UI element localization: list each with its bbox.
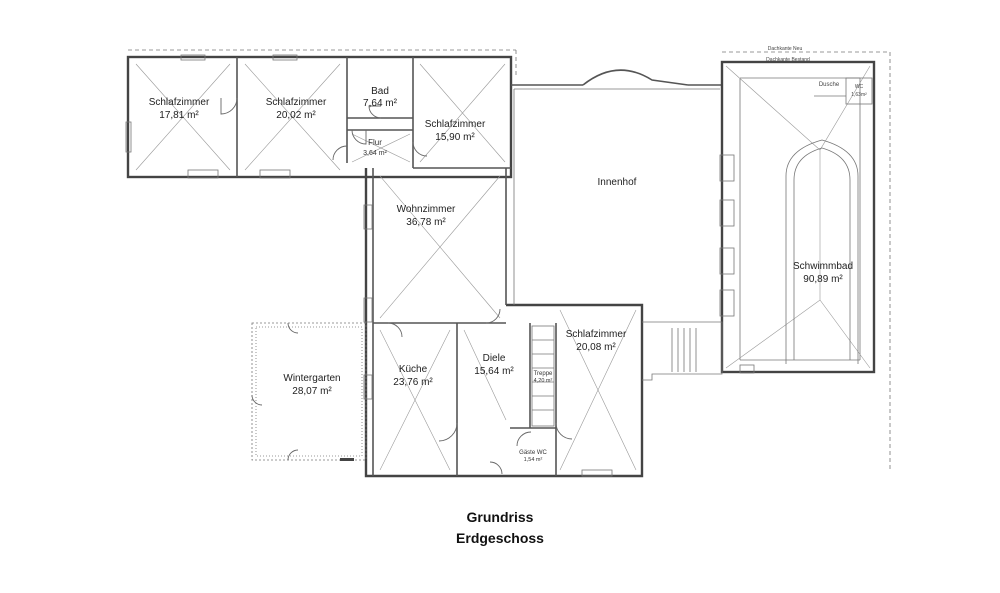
- caption-subtitle: Erdgeschoss: [456, 530, 544, 546]
- winter-garden: [251, 322, 367, 461]
- room-wc: WC 1,63m²: [851, 84, 867, 98]
- terrace-steps: [642, 321, 723, 381]
- room-schlafzimmer-4: Schlafzimmer 20,08 m²: [566, 329, 627, 353]
- room-area: 15,64 m²: [474, 366, 514, 377]
- room-name: Küche: [399, 364, 428, 375]
- room-area: 23,76 m²: [393, 377, 433, 388]
- room-area: 1,63m²: [851, 92, 867, 98]
- room-schlafzimmer-1: Schlafzimmer 17,81 m²: [149, 97, 210, 121]
- room-diele: Diele 15,64 m²: [474, 353, 514, 377]
- room-flur: Flur 3,64 m²: [363, 138, 387, 157]
- room-name: Dusche: [819, 82, 840, 88]
- room-name: Treppe: [534, 371, 553, 377]
- room-innenhof: Innenhof: [598, 177, 637, 188]
- room-dusche: Dusche: [819, 82, 840, 88]
- room-treppe: Treppe 4,20 m²: [534, 371, 553, 384]
- stairs: [531, 325, 555, 427]
- room-area: 28,07 m²: [292, 386, 332, 397]
- room-area: 90,89 m²: [803, 274, 843, 285]
- room-schlafzimmer-2: Schlafzimmer 20,02 m²: [266, 97, 327, 121]
- room-area: 15,90 m²: [435, 132, 475, 143]
- room-name: Schlafzimmer: [266, 97, 327, 108]
- annotation-dachkante-bestand: Dachkante Bestand: [766, 57, 810, 63]
- room-name: Flur: [368, 138, 382, 147]
- room-name: Wohnzimmer: [397, 204, 456, 215]
- annotation-dachkante-neu: Dachkante Neu: [768, 46, 803, 52]
- room-name: Gäste WC: [519, 450, 547, 456]
- room-wohnzimmer: Wohnzimmer 36,78 m²: [397, 204, 456, 228]
- roof-edge-lines: [128, 49, 891, 472]
- room-schlafzimmer-3: Schlafzimmer 15,90 m²: [425, 119, 486, 143]
- room-schwimmbad: Schwimmbad 90,89 m²: [793, 261, 853, 285]
- room-area: 20,08 m²: [576, 342, 616, 353]
- room-name: WC: [855, 84, 864, 90]
- room-gaeste-wc: Gäste WC 1,54 m²: [519, 450, 547, 463]
- room-name: Schlafzimmer: [149, 97, 210, 108]
- room-area: 17,81 m²: [159, 110, 199, 121]
- courtyard: [511, 69, 723, 322]
- room-name: Schlafzimmer: [425, 119, 486, 130]
- room-name: Schlafzimmer: [566, 329, 627, 340]
- plan-caption: Grundriss Erdgeschoss: [0, 507, 1000, 549]
- room-area: 36,78 m²: [406, 217, 446, 228]
- room-area: 20,02 m²: [276, 110, 316, 121]
- west-wing: [125, 54, 513, 179]
- room-name: Schwimmbad: [793, 261, 853, 272]
- room-bad: Bad 7,64 m²: [363, 86, 398, 109]
- room-kueche: Küche 23,76 m²: [393, 364, 433, 388]
- room-name: Innenhof: [598, 177, 637, 188]
- room-area: 7,64 m²: [363, 98, 398, 109]
- caption-title: Grundriss: [466, 509, 534, 525]
- room-area: 4,20 m²: [534, 378, 553, 384]
- room-name: Wintergarten: [283, 373, 340, 384]
- pool-house: [719, 60, 876, 374]
- room-wintergarten: Wintergarten 28,07 m²: [283, 373, 340, 397]
- room-name: Diele: [483, 353, 506, 364]
- room-name: Bad: [371, 86, 389, 97]
- room-area: 3,64 m²: [363, 150, 387, 157]
- room-area: 1,54 m²: [524, 457, 543, 463]
